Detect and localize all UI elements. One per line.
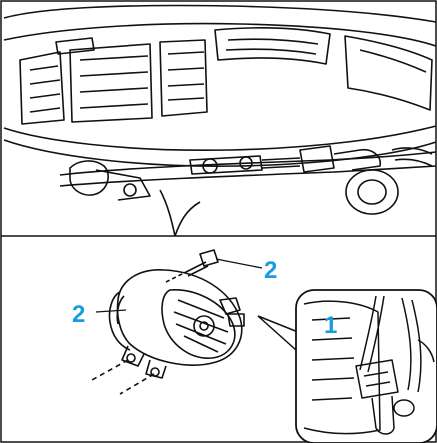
callout-alternator: 2 bbox=[72, 301, 85, 328]
detail-inset bbox=[257, 289, 437, 443]
callout-bolt: 2 bbox=[264, 257, 277, 284]
alternator-drawing bbox=[91, 249, 245, 395]
top-panel-bumper-view bbox=[3, 4, 437, 237]
callout-connector: 1 bbox=[324, 312, 337, 339]
